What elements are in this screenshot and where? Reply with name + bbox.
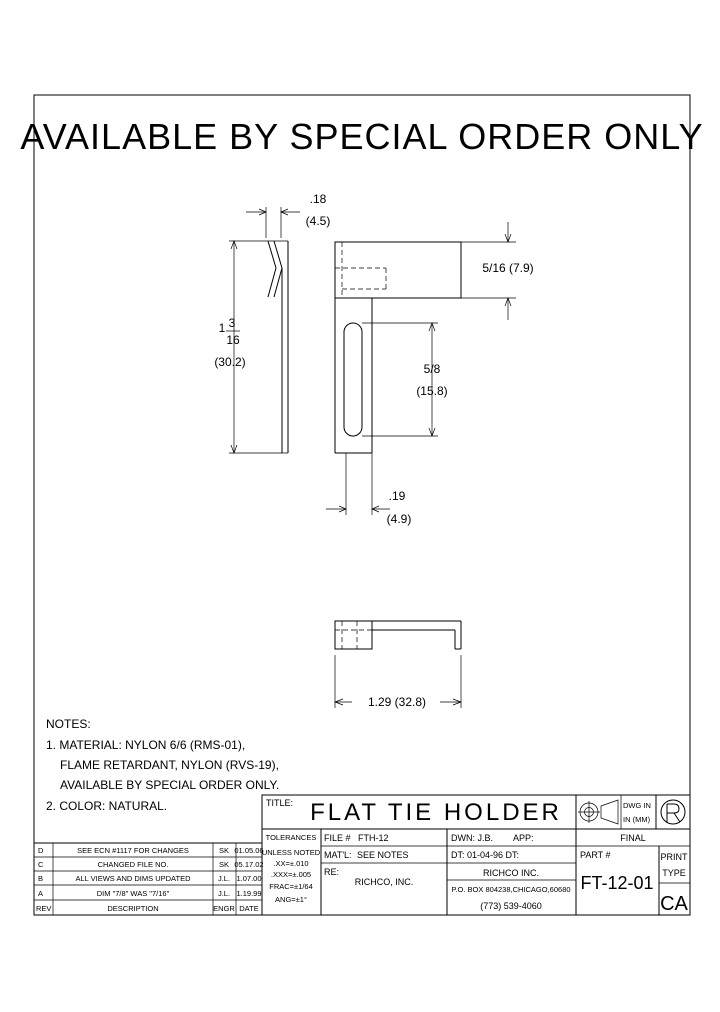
dim-shank-width-mm: (4.9)	[387, 512, 412, 526]
dim-slot-length-inch: 5/8	[424, 362, 441, 376]
rev-engr: SK	[219, 846, 229, 855]
projection-symbol-icon	[578, 799, 619, 825]
dwn-field: DWN: J.B.	[451, 833, 493, 843]
dim-overall-length-mm: (30.2)	[214, 355, 245, 369]
dim-slot-length-mm: (15.8)	[416, 384, 447, 398]
rev-date: 1.19.99	[236, 889, 261, 898]
rev-engr: J.L.	[218, 889, 230, 898]
rev-engr: J.L.	[218, 874, 230, 883]
dim-tab-width-inch: .18	[310, 192, 327, 206]
rev-date: 01.05.06	[234, 846, 263, 855]
table-header: REV DESCRIPTION ENGR DATE	[36, 904, 259, 913]
title-label: TITLE:	[266, 798, 293, 808]
rev-date: 05.17.02	[234, 860, 263, 869]
tolerance-line: FRAC=±1/64	[269, 882, 313, 891]
re-label: RE:	[324, 867, 339, 877]
dt-field: DT: 01-04-96 DT:	[451, 850, 519, 860]
richco-logo-icon	[660, 799, 686, 825]
notes-heading: NOTES:	[46, 717, 91, 731]
dim-tab-width-mm: (4.5)	[306, 214, 331, 228]
company-phone: (773) 539-4060	[480, 901, 542, 911]
rev-description: ALL VIEWS AND DIMS UPDATED	[75, 874, 191, 883]
file-label: FILE #	[324, 833, 351, 843]
col-date: DATE	[239, 904, 258, 913]
table-row: D SEE ECN #1117 FOR CHANGES SK 01.05.06	[38, 846, 264, 855]
tolerance-line: TOLERANCES	[266, 833, 317, 842]
rev-description: SEE ECN #1117 FOR CHANGES	[77, 846, 189, 855]
final-label: FINAL	[620, 833, 646, 843]
dim-head-height: 5/16 (7.9)	[482, 261, 533, 275]
dim-overall-width: 1.29 (32.8)	[368, 695, 426, 709]
notes-block: NOTES: 1. MATERIAL: NYLON 6/6 (RMS-01), …	[46, 717, 279, 813]
dim-shank-width-inch: .19	[389, 489, 406, 503]
tolerance-line: .XXX=±.005	[271, 870, 311, 879]
app-field: APP:	[513, 833, 534, 843]
col-description: DESCRIPTION	[107, 904, 158, 913]
note-line: 2. COLOR: NATURAL.	[46, 799, 167, 813]
rev-letter: C	[38, 860, 44, 869]
dim-overall-length-whole: 1	[219, 321, 226, 335]
table-row: B ALL VIEWS AND DIMS UPDATED J.L. 1.07.0…	[38, 874, 262, 883]
dim-overall-length-den: 16	[226, 333, 240, 347]
rev-date: 1.07.00	[236, 874, 261, 883]
company-address: P.O. BOX 804238,CHICAGO,60680	[451, 885, 570, 894]
dwg-in-mm-label: IN (MM)	[623, 815, 651, 824]
rev-letter: A	[38, 889, 43, 898]
matl-label: MAT'L:	[324, 850, 352, 860]
rev-description: DIM "7/8" WAS "7/16"	[97, 889, 170, 898]
re-value: RICHCO, INC.	[355, 877, 414, 887]
col-engr: ENGR	[213, 904, 235, 913]
part-number: FT-12-01	[580, 873, 653, 893]
table-row: A DIM "7/8" WAS "7/16" J.L. 1.19.99	[38, 889, 262, 898]
revision-table: D SEE ECN #1117 FOR CHANGES SK 01.05.06 …	[33, 842, 264, 916]
dim-overall-length-num: 3	[229, 316, 236, 330]
note-line: FLAME RETARDANT, NYLON (RVS-19),	[60, 758, 279, 772]
banner-text: AVAILABLE BY SPECIAL ORDER ONLY	[20, 116, 703, 157]
rev-letter: D	[38, 846, 44, 855]
tolerance-line: UNLESS NOTED	[262, 848, 321, 857]
rev-letter: B	[38, 874, 43, 883]
type-label: TYPE	[662, 868, 686, 878]
table-row: C CHANGED FILE NO. SK 05.17.02	[38, 860, 264, 869]
note-line: AVAILABLE BY SPECIAL ORDER ONLY.	[60, 778, 279, 792]
side-view: .18 (4.5) 1 3 16 (30.2)	[214, 192, 331, 454]
col-rev: REV	[36, 904, 51, 913]
print-label: PRINT	[661, 852, 689, 862]
rev-engr: SK	[219, 860, 229, 869]
rev-description: CHANGED FILE NO.	[98, 860, 169, 869]
drawing-border	[33, 94, 691, 916]
drawing-title: FLAT TIE HOLDER	[310, 799, 562, 826]
tolerance-line: ANG=±1°	[275, 895, 307, 904]
matl-value: SEE NOTES	[357, 850, 409, 860]
title-block: TITLE: FLAT TIE HOLDER DWG IN IN (MM) TO…	[261, 794, 691, 916]
tolerance-line: .XX=±.010	[273, 859, 308, 868]
dwg-in-label: DWG IN	[623, 801, 651, 810]
part-label: PART #	[580, 850, 611, 860]
company-name: RICHCO INC.	[483, 868, 539, 878]
note-line: 1. MATERIAL: NYLON 6/6 (RMS-01),	[46, 738, 245, 752]
bottom-view: 1.29 (32.8)	[334, 620, 462, 709]
front-view: 5/16 (7.9) 5/8 (15.8) .19 (4.9)	[326, 222, 534, 526]
print-type-value: CA	[660, 893, 688, 915]
file-value: FTH-12	[358, 833, 389, 843]
